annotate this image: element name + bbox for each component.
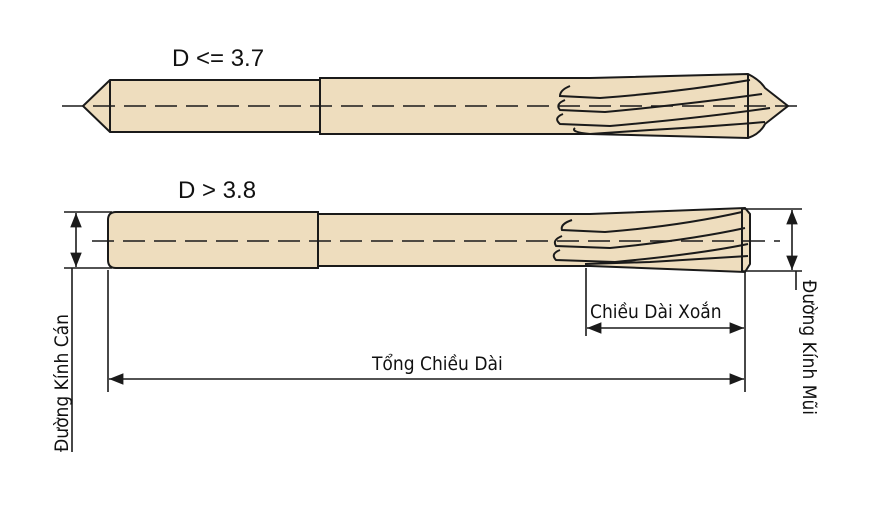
large-tool-label: D > 3.8 xyxy=(178,177,256,204)
small-reamer: D <= 3.7 xyxy=(62,45,800,140)
tip-diameter-dimension: Đường Kính Mũi xyxy=(742,208,820,415)
large-reamer: D > 3.8 xyxy=(92,177,780,274)
flute-length-dimension: Chiều Dài Xoắn xyxy=(585,268,746,392)
flute-length-label: Chiều Dài Xoắn xyxy=(590,300,722,323)
overall-length-dimension: Tổng Chiều Dài xyxy=(107,270,744,392)
large-flutes xyxy=(552,208,749,272)
shank-diameter-label: Đường Kính Cán xyxy=(51,314,73,452)
small-flutes xyxy=(556,74,771,138)
tip-diameter-label: Đường Kính Mũi xyxy=(798,280,820,415)
overall-length-label: Tổng Chiều Dài xyxy=(371,353,503,375)
large-reamer-body xyxy=(107,206,751,274)
shank-diameter-dimension: Đường Kính Cán xyxy=(51,211,112,452)
small-tool-label: D <= 3.7 xyxy=(172,45,264,72)
